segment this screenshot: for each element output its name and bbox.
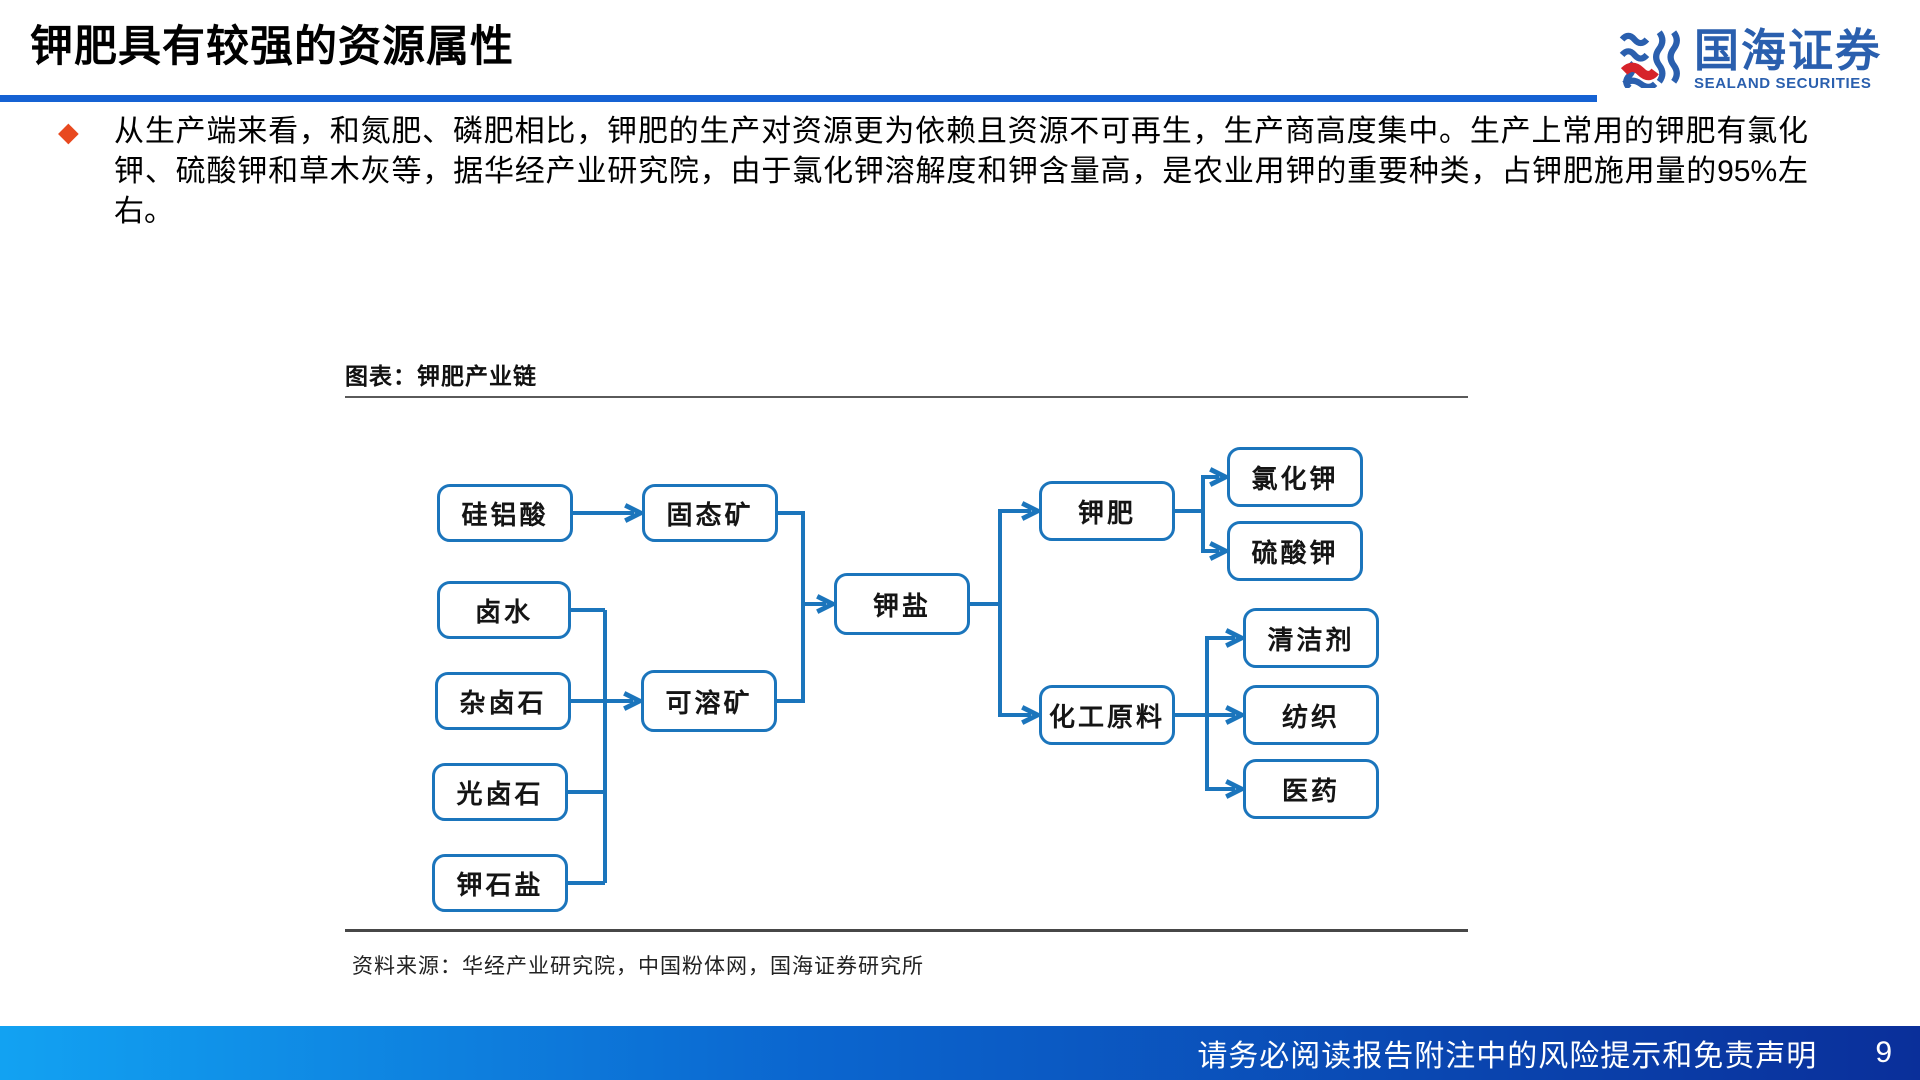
figure-bottom-rule [345, 929, 1468, 932]
node-potash-salt: 钾盐 [834, 573, 970, 635]
logo-text: 国海证券 SEALAND SECURITIES [1694, 24, 1883, 93]
node-pharmaceutical: 医药 [1243, 759, 1379, 819]
footer-page-number: 9 [1875, 1036, 1892, 1069]
figure-title: 图表：钾肥产业链 [345, 363, 537, 390]
node-chemical-raw-material: 化工原料 [1039, 685, 1175, 745]
node-polyhalite: 杂卤石 [435, 672, 571, 730]
figure-source: 资料来源：华经产业研究院，中国粉体网，国海证券研究所 [352, 954, 924, 978]
potash-industry-chain-flowchart: 硅铝酸 固态矿 卤水 杂卤石 光卤石 钾石盐 可溶矿 钾盐 钾肥 化工原料 氯化… [345, 400, 1485, 929]
figure-top-rule [345, 396, 1468, 398]
title-underline-rule [0, 95, 1597, 102]
node-potassium-sulfate: 硫酸钾 [1227, 521, 1363, 581]
logo-name-en: SEALAND SECURITIES [1694, 75, 1872, 93]
footer-disclaimer: 请务必阅读报告附注中的风险提示和免责声明 [1197, 1040, 1818, 1073]
node-textile: 纺织 [1243, 685, 1379, 745]
node-brine: 卤水 [437, 581, 571, 639]
logo-name-cn: 国海证券 [1694, 24, 1883, 76]
sealand-logo-icon [1618, 26, 1684, 93]
bullet-text: 从生产端来看，和氮肥、磷肥相比，钾肥的生产对资源更为依赖且资源不可再生，生产商高… [114, 115, 1808, 228]
diamond-bullet-icon: ◆ [58, 117, 79, 147]
flowchart-connectors [568, 400, 1485, 885]
node-solid-ore: 固态矿 [642, 484, 778, 542]
node-potassium-chloride: 氯化钾 [1227, 447, 1363, 507]
node-carnallite: 光卤石 [432, 763, 568, 821]
node-silicoaluminate: 硅铝酸 [437, 484, 573, 542]
node-detergent: 清洁剂 [1243, 608, 1379, 668]
sealand-securities-logo: 国海证券 SEALAND SECURITIES [1618, 26, 1882, 93]
footer-bar: 请务必阅读报告附注中的风险提示和免责声明 9 [0, 1026, 1920, 1080]
node-sylvite: 钾石盐 [432, 854, 568, 912]
node-soluble-ore: 可溶矿 [641, 670, 777, 732]
bullet-item: ◆ 从生产端来看，和氮肥、磷肥相比，钾肥的生产对资源更为依赖且资源不可再生，生产… [58, 112, 1808, 232]
page-title: 钾肥具有较强的资源属性 [30, 23, 514, 71]
node-potash-fertilizer: 钾肥 [1039, 481, 1175, 541]
